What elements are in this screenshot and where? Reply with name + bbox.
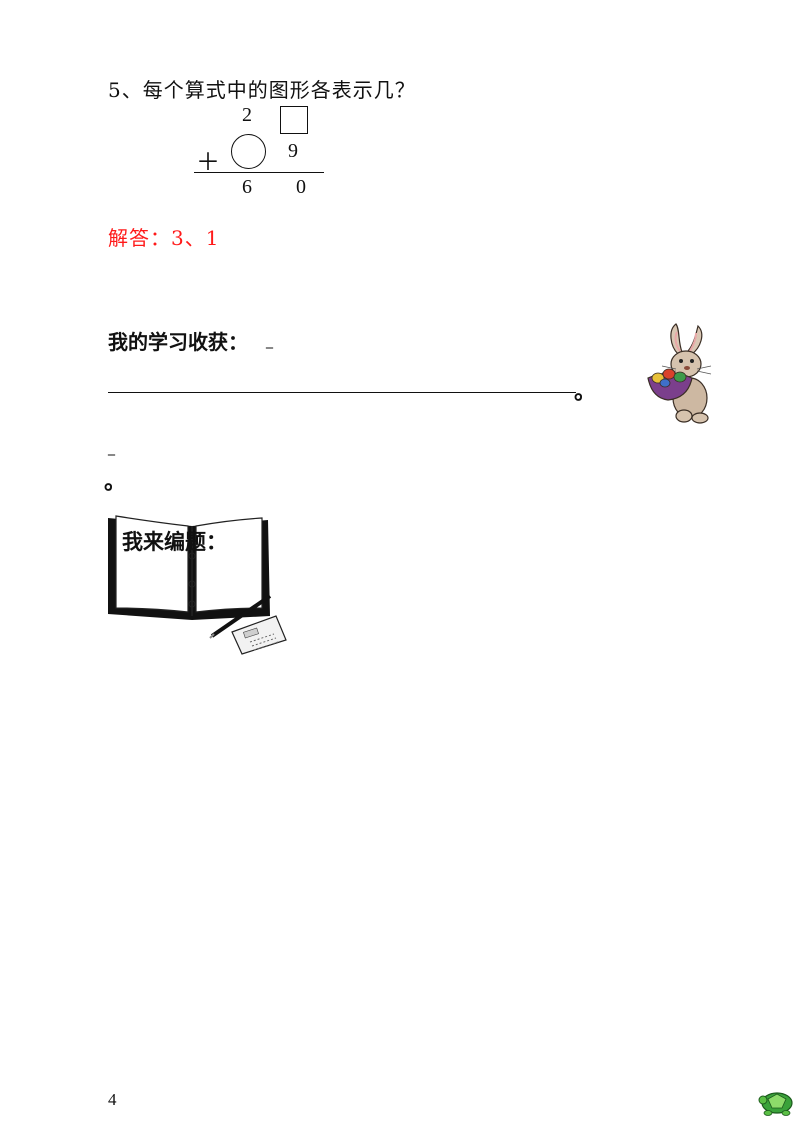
page-number: 4 [108, 1090, 117, 1109]
answer-text: 解答：3、1 [108, 226, 220, 250]
harvest-answer-line[interactable] [108, 392, 576, 393]
compose-heading: 我来编题： [122, 530, 227, 554]
result-ones-digit: 0 [296, 176, 306, 198]
open-notebook-with-pen-and-calculator-icon [108, 515, 287, 655]
harvest-dash-bottom: _ [108, 440, 115, 456]
addend-top-digit: 2 [242, 104, 252, 126]
result-tens-digit: 6 [242, 176, 252, 198]
rabbit-with-egg-basket-icon [647, 323, 712, 424]
question-text: 5、每个算式中的图形各表示几？ [108, 78, 416, 102]
unknown-circle-shape [231, 134, 266, 169]
addend-second-digit: 9 [288, 140, 298, 162]
harvest-heading: 我的学习收获： [108, 330, 248, 354]
harvest-period-2: 。 [104, 470, 127, 495]
harvest-period-1: 。 [574, 380, 597, 405]
harvest-dash-top: _ [266, 333, 273, 349]
green-turtle-icon [758, 1092, 793, 1116]
sum-line [194, 172, 324, 173]
unknown-square-shape [280, 106, 308, 134]
plus-operator: ＋ [196, 150, 220, 176]
